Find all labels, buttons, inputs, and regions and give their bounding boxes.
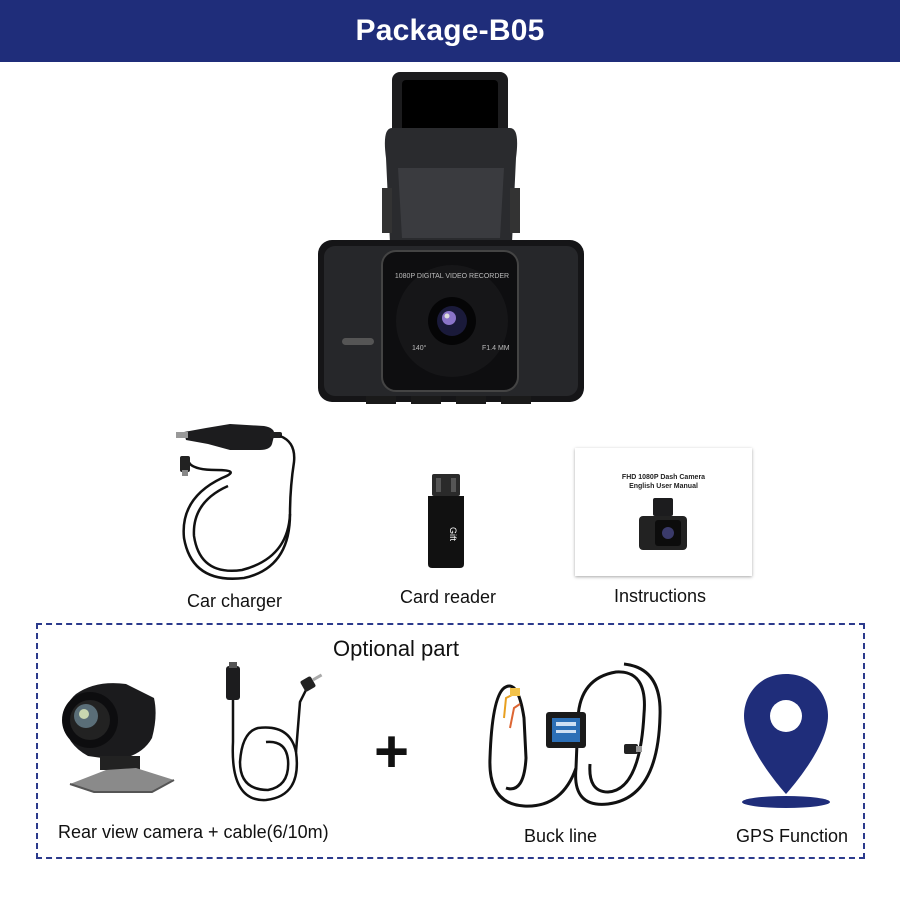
dash-camera-image: 1080P DIGITAL VIDEO RECORDER 140° F1.4 M… (318, 72, 584, 404)
cable-icon (226, 662, 323, 802)
card-reader-text: Gift (448, 527, 458, 542)
page-title: Package-B05 (355, 14, 545, 47)
rear-camera-icon (62, 683, 175, 793)
rear-camera-label: Rear view camera + cable(6/10m) (58, 822, 329, 842)
plus-symbol: + (374, 718, 410, 785)
page-header: Package-B05 (0, 0, 900, 62)
lens-focal-text: F1.4 MM (482, 345, 510, 352)
gps-label: GPS Function (736, 826, 849, 846)
manual-subtitle-line: English User Manual (629, 483, 698, 490)
card-reader-label: Card reader (400, 587, 497, 607)
card-reader-icon: Gift (428, 474, 464, 568)
car-charger-label: Car charger (187, 591, 283, 611)
gps-pin-icon (742, 674, 830, 808)
manual-camera-icon (639, 498, 687, 550)
optional-parts-box (36, 623, 865, 859)
lens-ring-text: 1080P DIGITAL VIDEO RECORDER (395, 273, 509, 280)
instructions-label: Instructions (614, 586, 707, 606)
buck-line-icon (488, 662, 662, 808)
lens-angle-text: 140° (412, 344, 427, 352)
buck-line-label: Buck line (524, 826, 598, 846)
optional-parts-title: Optional part (333, 636, 459, 661)
car-charger-icon (176, 424, 296, 580)
manual-title-line: FHD 1080P Dash Camera (621, 474, 706, 481)
manual-icon: FHD 1080P Dash Camera English User Manua… (575, 448, 752, 576)
